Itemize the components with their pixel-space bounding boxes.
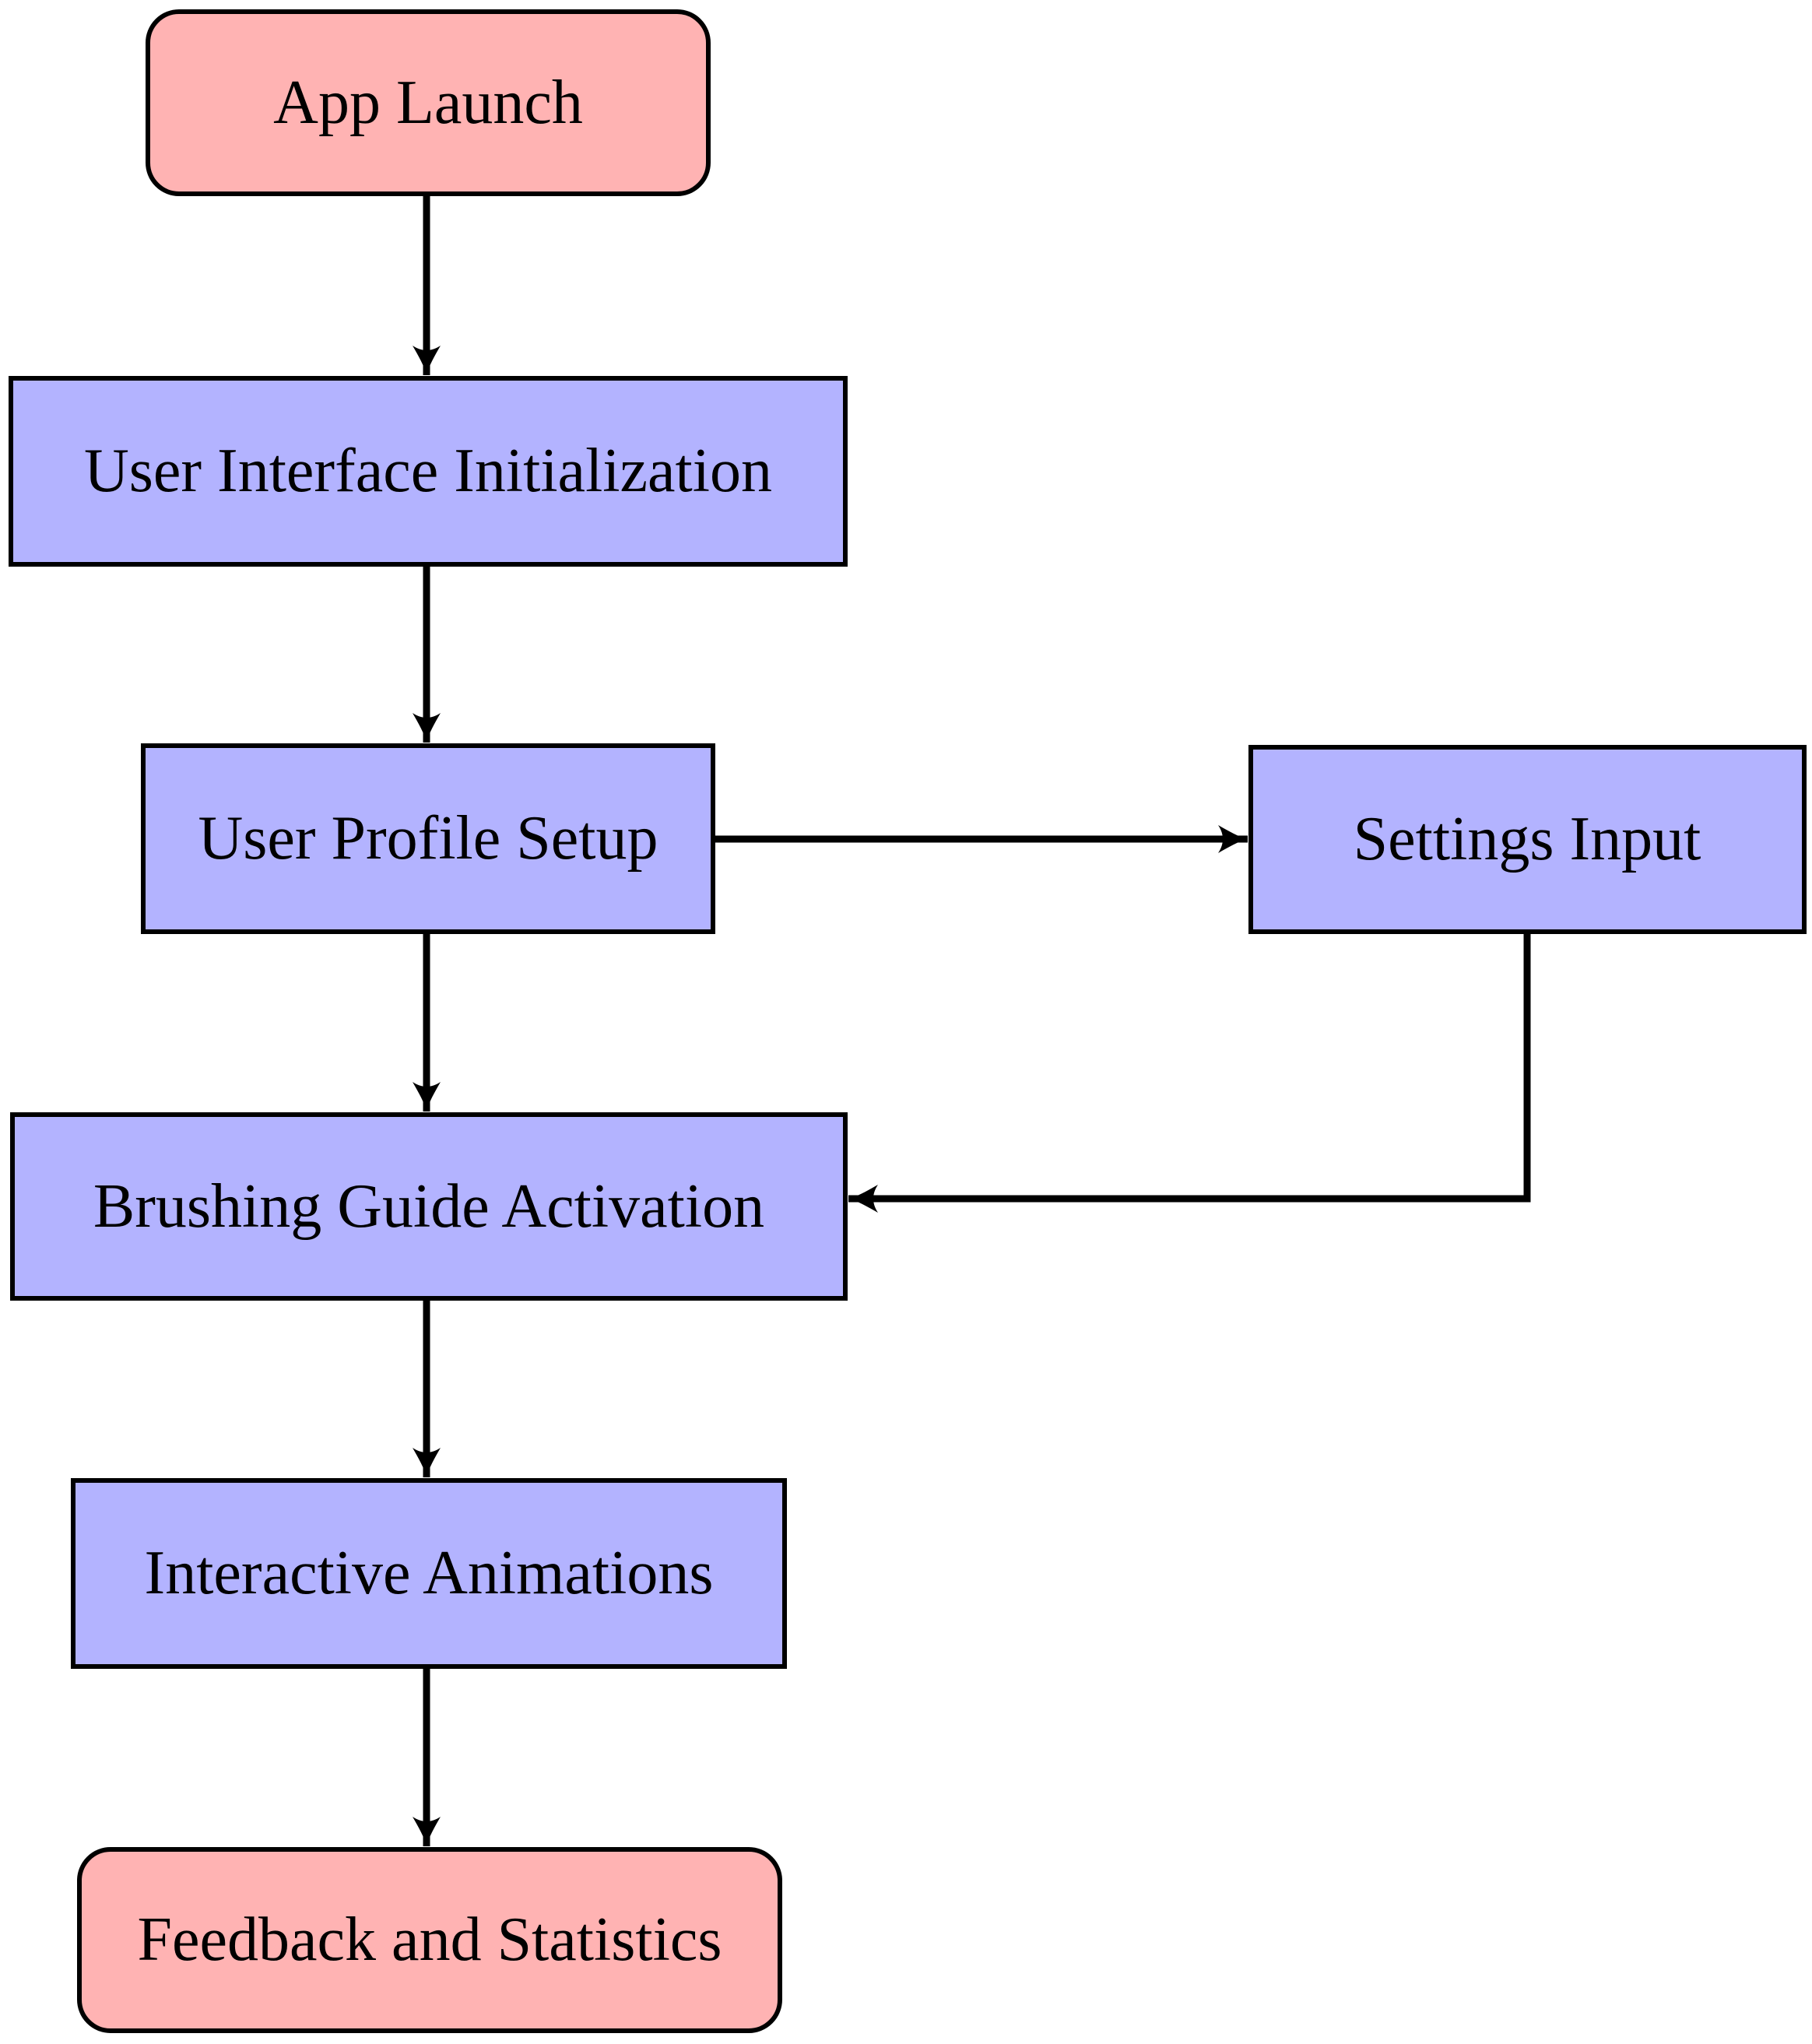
node-user-interface-initialization-label: User Interface Initialization bbox=[84, 437, 772, 505]
node-app-launch-box bbox=[146, 9, 711, 196]
node-feedback-and-statistics-box bbox=[77, 1847, 782, 2033]
node-interactive-animations: Interactive Animations bbox=[71, 1478, 787, 1669]
node-user-profile-setup: User Profile Setup bbox=[141, 743, 715, 934]
node-feedback-and-statistics-label: Feedback and Statistics bbox=[138, 1905, 722, 1974]
node-interactive-animations-box bbox=[71, 1478, 787, 1669]
node-user-interface-initialization: User Interface Initialization bbox=[9, 376, 848, 567]
node-user-profile-setup-box bbox=[141, 743, 715, 934]
node-brushing-guide-activation-label: Brushing Guide Activation bbox=[93, 1172, 764, 1241]
node-app-launch-label: App Launch bbox=[273, 68, 583, 137]
node-settings-input: Settings Input bbox=[1248, 745, 1807, 934]
node-brushing-guide-activation-box bbox=[10, 1112, 848, 1301]
node-brushing-guide-activation: Brushing Guide Activation bbox=[10, 1112, 848, 1301]
edge-settings-input-to-brushing-guide bbox=[848, 932, 1531, 1213]
node-feedback-and-statistics: Feedback and Statistics bbox=[77, 1847, 782, 2033]
node-settings-input-label: Settings Input bbox=[1354, 805, 1701, 873]
node-user-interface-initialization-box bbox=[9, 376, 848, 567]
node-app-launch: App Launch bbox=[146, 9, 711, 196]
node-interactive-animations-label: Interactive Animations bbox=[145, 1539, 714, 1607]
node-user-profile-setup-label: User Profile Setup bbox=[198, 804, 658, 873]
node-settings-input-box bbox=[1248, 745, 1807, 934]
